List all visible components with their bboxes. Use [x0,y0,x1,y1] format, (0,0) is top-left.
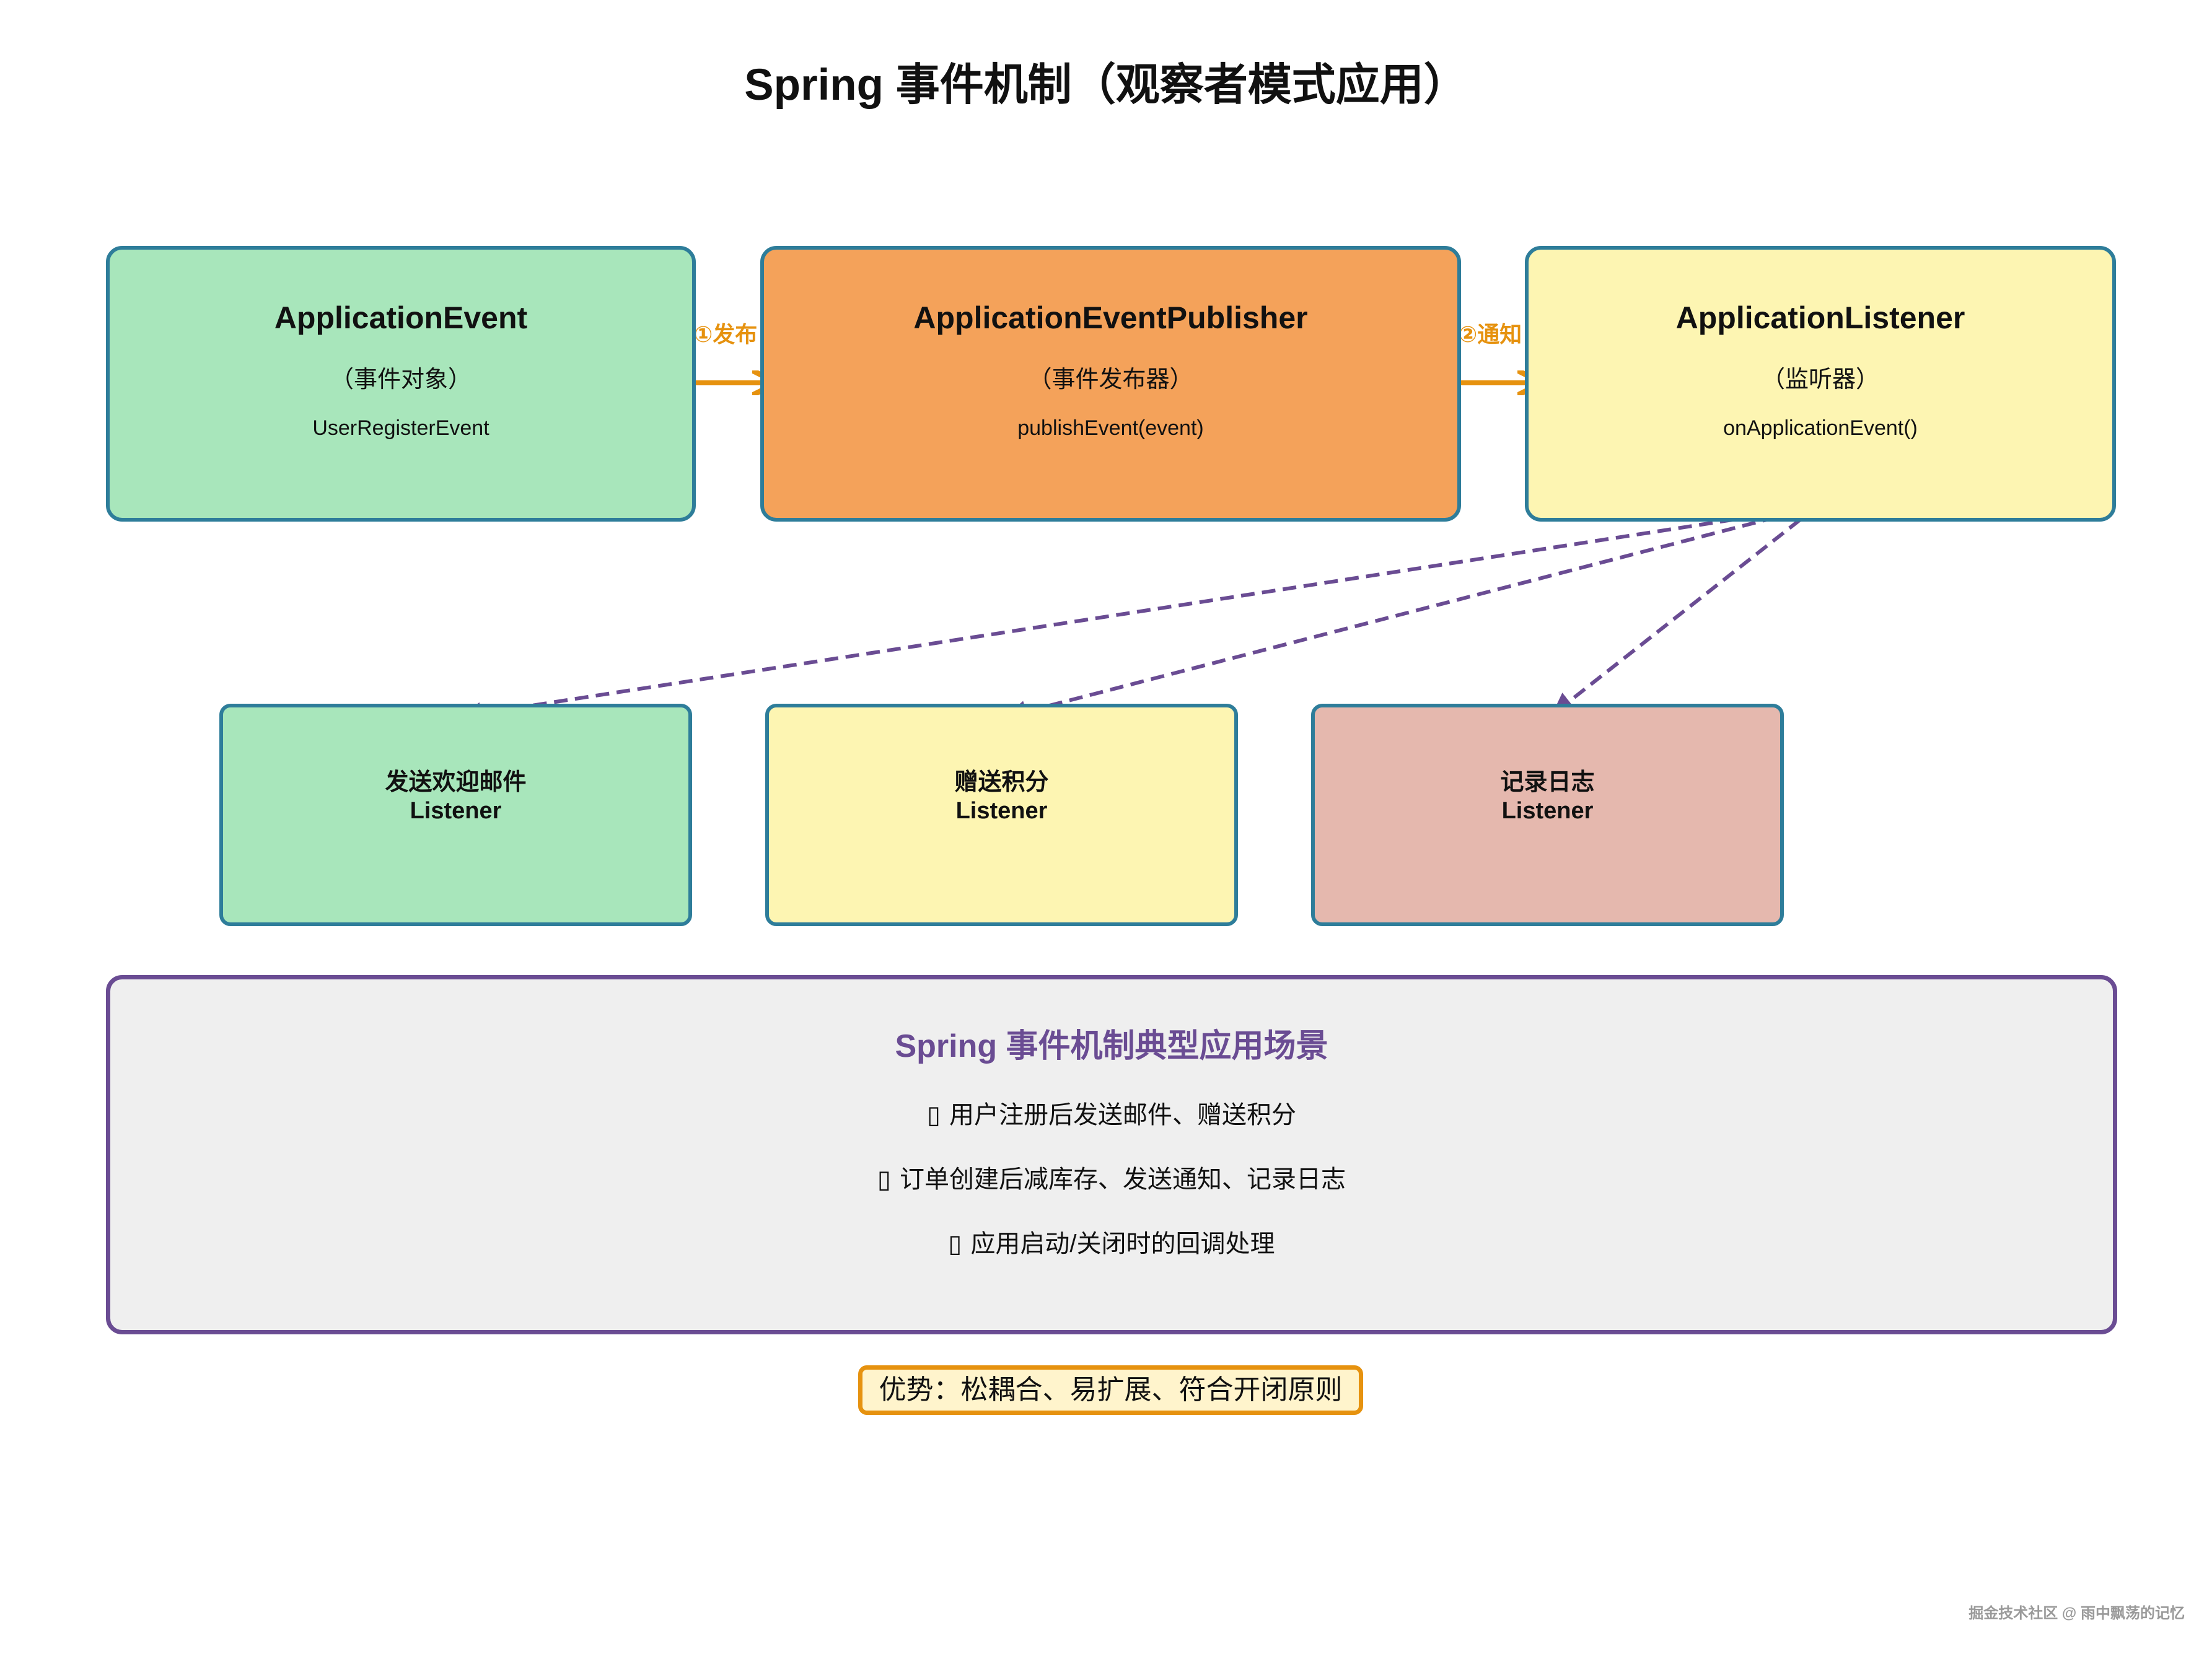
component-code: onApplicationEvent() [1723,416,1918,440]
component-name: ApplicationEvent [274,300,528,335]
bullet-icon: ▯ [926,1101,941,1129]
scenario-text: 用户注册后发送邮件、赠送积分 [949,1101,1296,1129]
listener-points-box: 赠送积分 Listener [765,704,1238,926]
listener-title: 发送欢迎邮件 [385,769,527,795]
dispatch-arrow-log [1551,505,1818,715]
listener-log-box: 记录日志 Listener [1311,704,1784,926]
component-code: UserRegisterEvent [312,416,489,440]
bullet-icon: ▯ [877,1166,891,1193]
event-publisher-box: ApplicationEventPublisher （事件发布器） publis… [760,246,1461,522]
publish-label: ①发布 [693,322,758,347]
watermark: 掘金技术社区 @ 雨中飘荡的记忆 [1968,1605,2185,1622]
application-event-box: ApplicationEvent （事件对象） UserRegisterEven… [106,246,696,522]
listener-type: Listener [1501,798,1594,824]
application-listener-box: ApplicationListener （监听器） onApplicationE… [1525,246,2116,522]
listener-type: Listener [955,798,1048,824]
scenario-item: ▯ 应用启动/关闭时的回调处理 [948,1228,1275,1259]
listener-title: 赠送积分 [954,769,1049,795]
scenario-panel: Spring 事件机制典型应用场景 ▯ 用户注册后发送邮件、赠送积分 ▯ 订单创建后… [106,975,2117,1334]
component-code: publishEvent(event) [1017,416,1204,440]
listener-email-box: 发送欢迎邮件 Listener [219,704,692,926]
scenario-item: ▯ 订单创建后减库存、发送通知、记录日志 [877,1164,1346,1195]
scenario-text: 订单创建后减库存、发送通知、记录日志 [900,1166,1346,1193]
component-name: ApplicationEventPublisher [913,300,1308,335]
page-title: Spring 事件机制（观察者模式应用） [744,61,1468,110]
component-role: （事件发布器） [1028,367,1193,393]
scenario-item: ▯ 用户注册后发送邮件、赠送积分 [927,1100,1296,1131]
bullet-icon: ▯ [948,1230,962,1258]
component-role: （事件对象） [330,367,472,393]
component-role: （监听器） [1761,367,1879,393]
notify-label: ②通知 [1458,322,1522,347]
scenario-title: Spring 事件机制典型应用场景 [895,1028,1328,1064]
advantage-badge: 优势：松耦合、易扩展、符合开闭原则 [858,1365,1363,1415]
dispatch-arrow-points [1004,505,1817,723]
listener-type: Listener [410,798,502,824]
dispatch-arrow-email [459,505,1817,725]
component-name: ApplicationListener [1675,300,1965,335]
scenario-text: 应用启动/关闭时的回调处理 [970,1230,1275,1258]
listener-title: 记录日志 [1500,769,1595,795]
